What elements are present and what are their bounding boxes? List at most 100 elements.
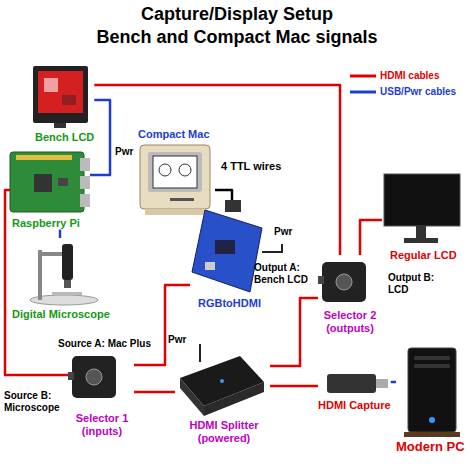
cable-label: Pwr — [114, 146, 134, 158]
splitter-power-cable — [200, 344, 201, 362]
power-label: Pwr — [168, 334, 186, 346]
selector-2-picture — [336, 274, 352, 290]
compact-mac-picture — [159, 164, 171, 176]
compact-mac-picture — [145, 209, 205, 215]
regular-lcd-picture — [404, 238, 438, 243]
modern-pc-picture — [414, 364, 450, 368]
port-label: Source B: Microscope — [4, 390, 68, 413]
microscope-picture — [38, 252, 66, 256]
rgbtohdmi-picture — [192, 200, 262, 292]
compact-mac-picture — [170, 198, 194, 201]
cable — [391, 381, 396, 384]
selector-2-picture — [318, 262, 366, 302]
device-label: HDMI Capture — [318, 399, 391, 412]
hdmi-splitter-picture — [220, 379, 224, 383]
regular-lcd-picture — [384, 174, 460, 243]
selector-1-picture — [68, 372, 74, 380]
port-label: Output A: Bench LCD — [254, 262, 314, 285]
device-label: Digital Microscope — [12, 308, 110, 321]
selector-1-picture — [72, 356, 116, 398]
cable-label: 4 TTL wires — [220, 160, 282, 173]
raspberry-pi-picture — [80, 158, 90, 171]
hdmi-capture-picture — [327, 374, 388, 393]
compact-mac-picture — [153, 156, 197, 188]
modern-pc-picture — [429, 417, 435, 423]
device-label: Selector 1 (inputs) — [70, 412, 134, 437]
cable — [59, 230, 62, 238]
legend-lines — [350, 76, 376, 92]
device-label: Compact Mac — [138, 128, 210, 141]
rgbtohdmi-picture — [192, 210, 262, 292]
raspberry-pi-picture — [10, 152, 90, 212]
bench-lcd-picture — [33, 66, 88, 128]
device-label: Selector 2 (outputs) — [318, 309, 382, 334]
raspberry-pi-picture — [80, 176, 90, 189]
modern-pc-picture — [408, 348, 456, 432]
cable — [215, 190, 232, 200]
selector-1-picture — [86, 369, 102, 385]
raspberry-pi-picture — [34, 174, 52, 192]
legend-text: HDMI cables — [380, 70, 439, 82]
compact-mac-picture — [148, 152, 202, 192]
cable — [94, 85, 340, 255]
splitter-power-cable — [199, 344, 201, 362]
device-label: RGBtoHDMI — [198, 297, 261, 310]
port-label: Source A: Mac Plus — [58, 338, 151, 350]
raspberry-pi-picture — [58, 178, 68, 186]
rgb-power-cable — [262, 244, 282, 252]
cable — [360, 220, 382, 255]
raspberry-pi-picture — [10, 152, 84, 212]
device-node: Digital Microscope — [12, 238, 110, 321]
compact-mac-picture — [140, 145, 210, 215]
device-label: HDMI Splitter (powered) — [178, 419, 270, 444]
modern-pc-picture — [414, 356, 450, 360]
modern-pc-picture — [404, 348, 460, 437]
legend-text: USB/Pwr cables — [380, 86, 456, 98]
device-node: RGBtoHDMI — [190, 200, 268, 310]
cable — [134, 285, 190, 365]
device-node: Compact Mac — [135, 128, 215, 215]
device-node: Selector 1 (inputs) — [68, 352, 134, 437]
device-node: HDMI Splitter (powered) — [175, 352, 270, 444]
raspberry-pi-picture — [16, 155, 72, 160]
selector-2-picture — [322, 262, 366, 302]
title: Capture/Display Setup — [0, 4, 474, 25]
device-label: Bench LCD — [35, 131, 94, 144]
hdmi-splitter-picture — [180, 378, 204, 416]
rgbtohdmi-picture — [215, 240, 235, 254]
microscope-picture — [64, 280, 71, 288]
microscope-picture — [38, 250, 42, 300]
compact-mac-picture — [179, 164, 191, 176]
device-node: Selector 2 (outputs) — [318, 255, 382, 334]
microscope-picture — [62, 244, 73, 280]
bench-lcd-picture — [44, 78, 58, 92]
regular-lcd-picture — [384, 174, 460, 226]
modern-pc-picture — [404, 432, 460, 437]
device-label: Regular LCD — [390, 249, 457, 262]
legend-lines — [350, 75, 376, 78]
bench-lcd-picture — [33, 66, 88, 123]
legend-lines — [350, 91, 376, 94]
rgbtohdmi-picture — [205, 262, 215, 270]
hdmi-splitter-picture — [204, 382, 264, 416]
regular-lcd-picture — [416, 226, 426, 238]
subtitle: Bench and Compact Mac signals — [0, 27, 474, 48]
device-label: Raspberry Pi — [12, 217, 80, 230]
microscope-picture — [52, 292, 82, 295]
selector-2-picture — [318, 276, 324, 284]
device-node: Raspberry Pi — [10, 152, 90, 230]
hdmi-capture-picture — [327, 374, 376, 393]
bench-lcd-picture — [54, 123, 66, 128]
device-node: Regular LCD — [382, 172, 462, 262]
compact-mac-picture — [140, 145, 210, 209]
power-label: Pwr — [274, 226, 292, 238]
hdmi-capture-picture — [376, 379, 388, 388]
hdmi-splitter-picture — [180, 356, 264, 416]
rgb-power-cable — [262, 244, 282, 252]
cable — [134, 391, 175, 394]
port-label: Output B: LCD — [388, 272, 446, 295]
rgbtohdmi-picture — [225, 200, 241, 212]
bench-lcd-picture — [62, 95, 76, 105]
device-node: Bench LCD — [33, 66, 94, 144]
